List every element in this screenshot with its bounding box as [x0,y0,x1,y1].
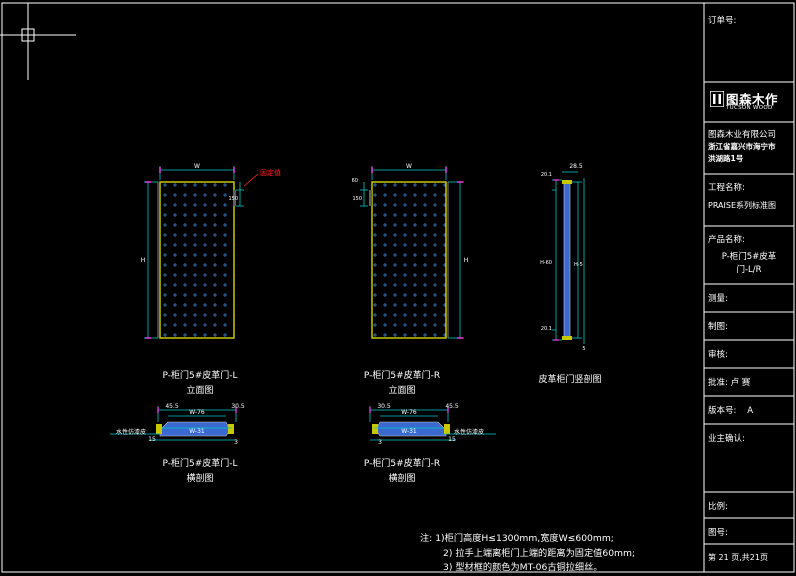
right-cross-305: 30.5 [377,403,391,410]
right-cross-455: 45.5 [445,403,459,410]
product-label: 产品名称: [708,235,745,245]
page-label: 第 21 页,共21页 [708,553,768,562]
section-top-dim: 28.5 [569,163,583,170]
right-cross-section [369,406,496,441]
logo-text: 图森木作 [726,92,779,107]
left-cross-15: 15 [148,436,156,443]
right-handle [369,190,372,206]
left-cross-section [110,406,237,441]
project-value: PRAISE系列标准图 [708,201,777,210]
left-cross-water: 水性仿漆皮 [116,428,146,436]
right-cross-water: 水性仿漆皮 [454,428,484,436]
right-width-label: W [406,163,412,170]
right-handle-60: 60 [352,178,358,184]
right-height-label: H [464,257,469,264]
left-handle [233,190,236,206]
order-no-label: 订单号: [708,16,737,26]
left-cross-sub: 横剖图 [186,472,213,484]
drawing-label: 制图: [708,322,728,332]
scale-label: 比例: [708,502,728,512]
left-cross-w76: W-76 [189,409,205,416]
left-elevation [144,166,259,339]
product-value-2: 门-L/R [736,265,762,275]
approve-label: 批准: 卢 赛 [708,378,751,388]
right-cross-sub: 横剖图 [388,472,415,484]
left-elev-sub: 立面图 [186,384,213,396]
cursor-crosshair[interactable] [0,3,76,80]
section-h5: H-5 [574,262,583,268]
section-side-bot: 20.1 [541,326,552,332]
left-cross-455: 45.5 [165,403,179,410]
left-handle-60: 150 [228,196,238,202]
version-label: 版本号: A [708,406,754,416]
right-cross-w76: W-76 [401,409,417,416]
right-handle-150: 150 [352,196,362,202]
title-block-grid [703,3,794,572]
right-elevation [360,166,464,339]
measure-label: 测量: [708,294,728,304]
drawing-no-label: 图号: [708,528,728,538]
project-label: 工程名称: [708,183,745,193]
right-cross-15: 15 [448,436,456,443]
section-side-top: 20.1 [541,172,552,178]
company-address-2: 洪湖路1号 [708,154,744,163]
version-value: A [747,406,754,416]
owner-confirm-label: 业主确认: [708,434,745,444]
left-cross-w31: W-31 [189,428,205,435]
left-elev-title: P-柜门5#皮革门-L [162,369,237,381]
title-block: 订单号: 图森木作 TUCSON WOOD 图森木业有限公司 浙江省嘉兴市海宁市… [704,4,794,572]
right-cross-w31: W-31 [401,428,417,435]
tucson-logo-icon [710,91,724,107]
company-name: 图森木业有限公司 [708,130,777,140]
company-address-1: 浙江省嘉兴市海宁市 [708,142,776,151]
right-cross-title: P-柜门5#皮革门-R [364,457,440,469]
section-bot-dim: 5 [582,346,585,352]
left-cross-title: P-柜门5#皮革门-L [162,457,237,469]
logo-subtext: TUCSON WOOD [726,105,773,111]
review-label: 审核: [708,350,728,360]
right-elev-title: P-柜门5#皮革门-R [364,369,440,381]
right-cross-3: 3 [378,439,382,446]
note-1: 注: 1)柜门高度H≤1300mm,宽度W≤600mm; [420,533,614,544]
left-height-label: H [141,257,146,264]
vertical-section [552,171,585,344]
note-3: 3) 型材框的颜色为MT-06古铜拉细丝。 [443,562,603,573]
handle-fixed-note: 固定值 [260,168,281,177]
left-width-label: W [194,163,200,170]
left-cross-305: 30.5 [231,403,245,410]
left-cross-3: 3 [234,439,238,446]
note-2: 2) 拉手上端离柜门上端的距离为固定值60mm; [443,548,636,559]
company-logo: 图森木作 TUCSON WOOD [704,86,794,126]
product-value-1: P-柜门5#皮革 [721,252,777,262]
right-elev-sub: 立面图 [388,384,415,396]
section-h60: H-60 [540,260,552,266]
section-title: 皮革柜门竖剖图 [538,373,601,385]
